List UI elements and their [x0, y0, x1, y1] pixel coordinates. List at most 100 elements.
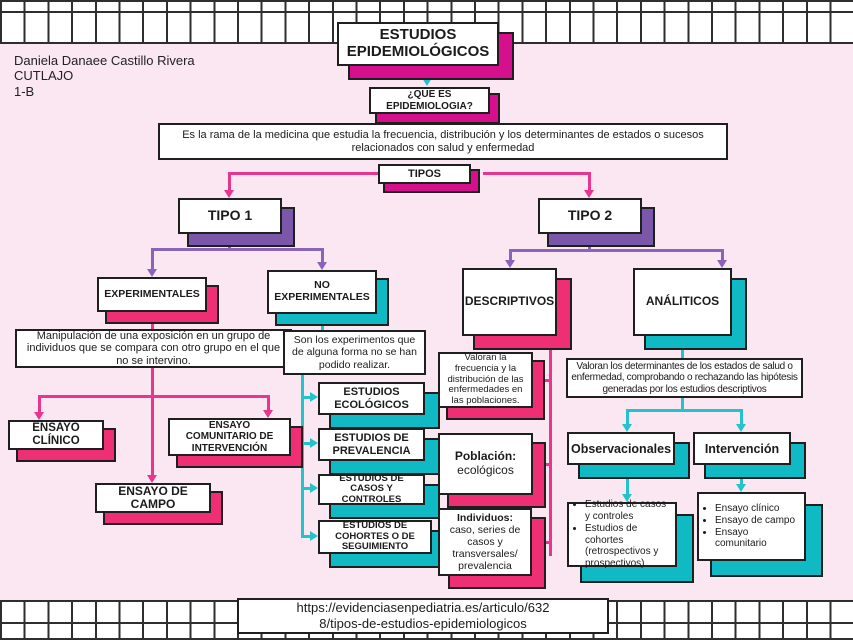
arrow-right-icon: [310, 483, 318, 493]
estudios-prevalencia-box: ESTUDIOS DE PREVALENCIA: [318, 428, 425, 461]
connector: [228, 234, 231, 250]
ensayo-comunitario-box: ENSAYO COMUNITARIO DE INTERVENCIÓN: [168, 418, 291, 456]
connector: [38, 395, 41, 412]
connector: [681, 398, 684, 411]
ensayo-clinico-box: ENSAYO CLÍNICO: [8, 420, 104, 450]
intervencion-box: Intervención: [693, 432, 791, 465]
tipos-box: TIPOS: [378, 164, 471, 184]
arrow-right-icon: [310, 531, 318, 541]
estudios-ecologicos-box: ESTUDIOS ECOLÓGICOS: [318, 382, 425, 415]
connector: [740, 409, 743, 424]
analiticos-description-box: Valoran los determinantes de los estados…: [566, 358, 803, 398]
individuos-text: Individuos: caso, series de casos y tran…: [443, 512, 527, 572]
arrow-down-icon: [736, 484, 746, 492]
definition-box: Es la rama de la medicina que estudia la…: [158, 123, 728, 160]
descriptivos-description-box: Valoran la frecuencia y la distribución …: [438, 352, 533, 408]
connector: [151, 368, 154, 475]
connector: [549, 336, 552, 556]
arrow-down-icon: [717, 260, 727, 268]
arrow-down-icon: [317, 262, 327, 270]
arrow-down-icon: [263, 410, 273, 418]
connector: [542, 463, 551, 466]
connector: [542, 541, 551, 544]
connector: [301, 375, 304, 537]
title-box: ESTUDIOS EPIDEMIOLÓGICOS: [337, 22, 499, 66]
arrow-down-icon: [505, 260, 515, 268]
connector: [542, 379, 551, 382]
connector: [721, 249, 724, 260]
arrow-down-icon: [622, 494, 632, 502]
arrow-right-icon: [310, 438, 318, 448]
connector: [228, 172, 231, 190]
source-url-line2: 8/tipos-de-estudios-epidemiologicos: [319, 616, 527, 631]
connector: [301, 396, 311, 399]
connector: [681, 336, 684, 358]
connector: [151, 248, 154, 269]
connector: [483, 172, 590, 175]
connector: [509, 249, 723, 252]
poblacion-box: Población: ecológicos: [438, 433, 533, 495]
question-box: ¿QUE ES EPIDEMIOLOGIA?: [369, 87, 490, 114]
descriptivos-box: DESCRIPTIVOS: [462, 268, 557, 336]
author-name: Daniela Danaee Castillo Rivera: [14, 53, 195, 68]
estudios-casos-controles-box: ESTUDIOS DE CASOS Y CONTROLES: [318, 473, 425, 505]
individuos-box: Individuos: caso, series de casos y tran…: [438, 508, 532, 576]
no-experimentales-description-box: Son los experimentos que de alguna forma…: [283, 330, 426, 375]
arrow-left-icon: [534, 459, 542, 469]
connector: [321, 314, 324, 330]
connector: [151, 248, 324, 251]
source-url-line1: https://evidenciasenpediatria.es/articul…: [296, 599, 550, 615]
connector: [626, 409, 742, 412]
arrow-down-icon: [147, 475, 157, 483]
intervencion-list: Ensayo clínico Ensayo de campo Ensayo co…: [702, 503, 801, 550]
arrow-down-icon: [34, 412, 44, 420]
connector: [740, 465, 743, 484]
tipo1-box: TIPO 1: [178, 198, 282, 234]
film-strip-divider: [0, 11, 853, 13]
estudios-cohortes-box: ESTUDIOS DE COHORTES O DE SEGUIMIENTO: [318, 520, 432, 554]
individuos-value: caso, series de casos y transversales/ p…: [449, 523, 521, 573]
connector: [301, 442, 311, 445]
arrow-down-icon: [736, 424, 746, 432]
list-item: Ensayo clínico: [715, 503, 801, 515]
analiticos-box: ANÁLITICOS: [633, 268, 732, 336]
list-item: Ensayo de campo: [715, 515, 801, 527]
observacionales-box: Observacionales: [567, 432, 675, 465]
no-experimentales-box: NO EXPERIMENTALES: [267, 270, 377, 314]
individuos-label: Individuos:: [457, 511, 513, 524]
arrow-down-icon: [147, 269, 157, 277]
connector: [321, 248, 324, 262]
connector: [626, 465, 629, 494]
connector: [426, 66, 429, 79]
experimentales-description-box: Manipulación de una exposición en un gru…: [15, 329, 292, 368]
author-block: Daniela Danaee Castillo Rivera CUTLAJO 1…: [14, 53, 195, 99]
experimentales-box: EXPERIMENTALES: [97, 277, 207, 312]
intervencion-items-box: Ensayo clínico Ensayo de campo Ensayo co…: [697, 492, 806, 561]
ensayo-de-campo-box: ENSAYO DE CAMPO: [95, 483, 211, 513]
arrow-down-icon: [622, 424, 632, 432]
list-item: Estudios de cohortes (retrospectivos y p…: [585, 523, 672, 570]
arrow-right-icon: [310, 392, 318, 402]
poblacion-value: ecológicos: [457, 463, 514, 477]
poblacion-text: Población: ecológicos: [455, 449, 516, 478]
connector: [588, 234, 591, 251]
connector: [588, 172, 591, 190]
arrow-down-icon: [224, 190, 234, 198]
arrow-left-icon: [534, 375, 542, 385]
list-item: Estudios de casos y controles: [585, 499, 672, 523]
observacionales-items-box: Estudios de casos y controles Estudios d…: [567, 499, 677, 570]
connector: [509, 249, 512, 260]
connector: [301, 487, 311, 490]
source-url-box: https://evidenciasenpediatria.es/articul…: [237, 598, 609, 634]
author-group: 1-B: [14, 83, 35, 99]
connector: [267, 395, 270, 410]
tipo2-box: TIPO 2: [538, 198, 642, 234]
arrow-left-icon: [534, 537, 542, 547]
connector: [39, 395, 269, 398]
observacionales-list: Estudios de casos y controles Estudios d…: [572, 499, 672, 570]
connector: [151, 312, 154, 329]
connector: [301, 535, 311, 538]
arrow-down-icon: [422, 78, 432, 86]
connector: [626, 409, 629, 424]
